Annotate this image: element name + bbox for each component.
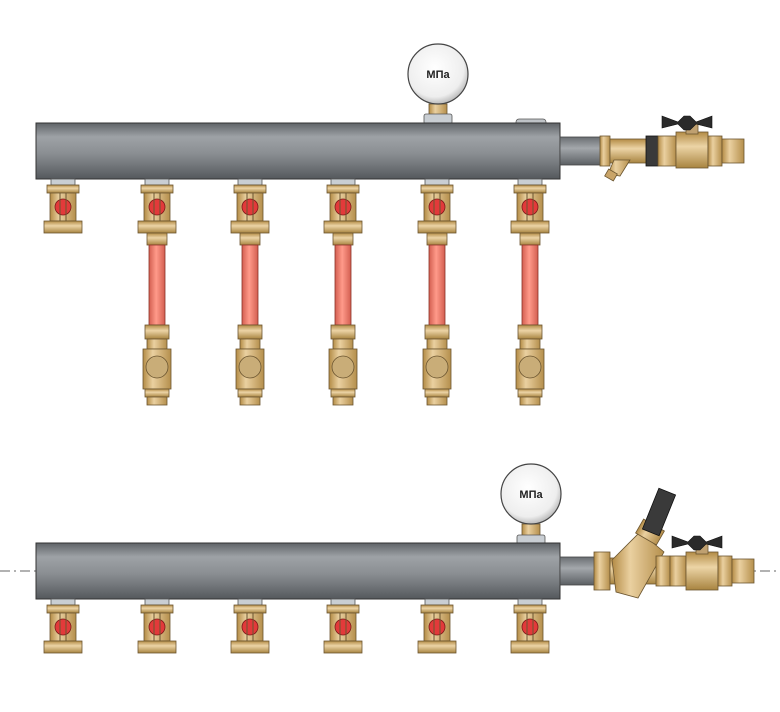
manifold-body-top bbox=[35, 122, 561, 180]
flow-valve-icon bbox=[323, 178, 363, 234]
pressure-gauge-icon: МПа bbox=[407, 43, 469, 125]
flow-valve-icon bbox=[43, 598, 83, 654]
flow-valve-icon bbox=[417, 598, 457, 654]
manifold-bottom: МПа bbox=[35, 463, 755, 654]
pressure-gauge-icon: МПа bbox=[500, 463, 562, 546]
copper-pipe-run bbox=[328, 232, 358, 406]
gauge-unit-label: МПа bbox=[426, 69, 450, 81]
manifold-body-bottom bbox=[35, 542, 561, 600]
flow-valve-icon bbox=[230, 178, 270, 234]
ball-valve-icon bbox=[657, 115, 745, 169]
flow-valve-icon bbox=[137, 598, 177, 654]
flow-valve-icon bbox=[510, 598, 550, 654]
copper-pipe-run bbox=[142, 232, 172, 406]
manifold-top: МПа bbox=[35, 43, 745, 406]
flow-valve-icon bbox=[417, 178, 457, 234]
outlets-bottom bbox=[43, 598, 550, 654]
flow-valve-icon bbox=[510, 178, 550, 234]
ball-valve-icon bbox=[669, 535, 755, 591]
flow-valve-icon bbox=[230, 598, 270, 654]
gauge-unit-label: МПа bbox=[519, 489, 543, 501]
copper-pipe-run bbox=[235, 232, 265, 406]
flow-valve-icon bbox=[323, 598, 363, 654]
outlets-top bbox=[43, 178, 550, 406]
pressure-reducer-icon bbox=[593, 487, 677, 599]
copper-pipe-run bbox=[515, 232, 545, 406]
flow-valve-icon bbox=[43, 178, 83, 234]
strainer-icon bbox=[599, 135, 659, 182]
copper-pipe-run bbox=[422, 232, 452, 406]
flow-valve-icon bbox=[137, 178, 177, 234]
